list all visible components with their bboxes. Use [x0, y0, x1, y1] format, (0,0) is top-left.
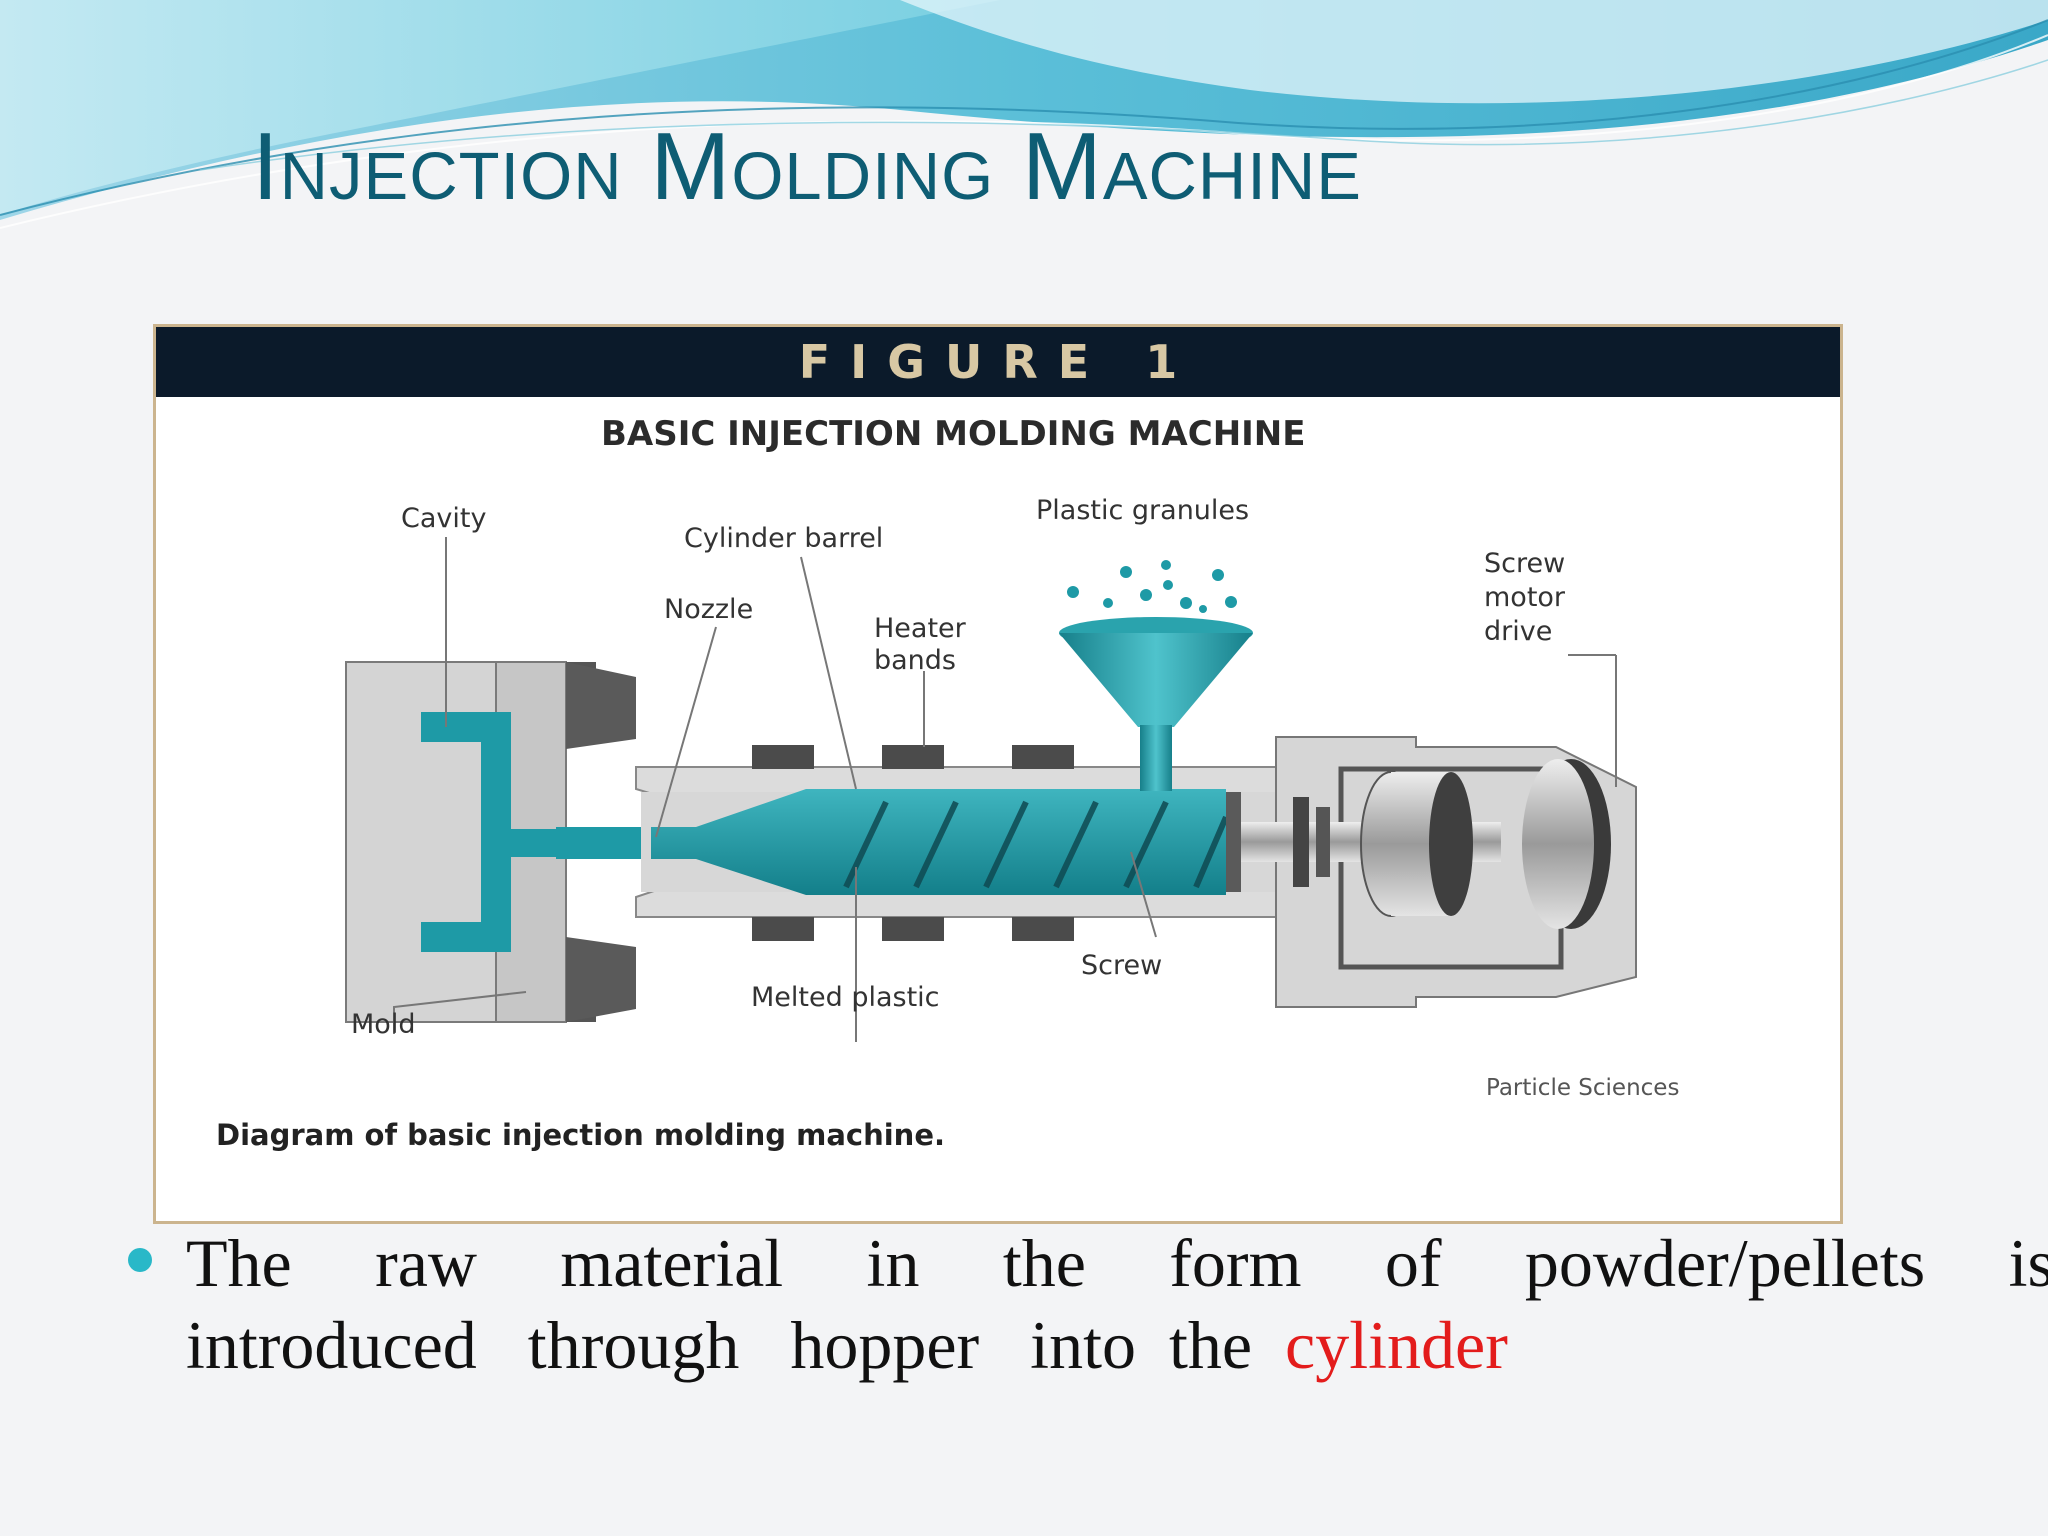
label-screw: Screw: [1081, 950, 1162, 981]
bullet-highlight-word: cylinder: [1285, 1307, 1508, 1383]
label-melted-plastic: Melted plastic: [751, 982, 940, 1013]
bullet-word: material: [560, 1225, 784, 1301]
heater-bands: [752, 745, 1074, 941]
label-mold: Mold: [351, 1009, 415, 1040]
figure-header: FIGURE 1: [156, 327, 1840, 397]
label-screw-motor-drive-2: motor: [1484, 582, 1566, 613]
figure-frame: FIGURE 1 BASIC INJECTION MOLDING MACHINE: [153, 324, 1843, 1224]
bullet-word: in: [866, 1225, 920, 1301]
label-plastic-granules: Plastic granules: [1036, 495, 1249, 526]
bullet-word: the: [1168, 1307, 1253, 1383]
diagram-heading: BASIC INJECTION MOLDING MACHINE: [601, 414, 1306, 454]
screw-motor-drive: [1241, 736, 1637, 1008]
label-heater-bands-2: bands: [874, 645, 956, 676]
figure-credit: Particle Sciences: [1486, 1075, 1679, 1101]
bullet-word: through: [527, 1307, 740, 1383]
label-screw-motor-drive-3: drive: [1484, 616, 1552, 647]
figure-caption: Diagram of basic injection molding machi…: [216, 1118, 945, 1152]
hopper: [1059, 617, 1253, 791]
label-heater-bands-1: Heater: [874, 613, 967, 644]
label-nozzle: Nozzle: [664, 594, 753, 625]
bullet-word: into: [1030, 1307, 1136, 1383]
leader-lines: [393, 537, 1617, 1042]
bullet-word: form: [1169, 1225, 1302, 1301]
bullet-word: raw: [375, 1225, 478, 1301]
bullet-word: The: [186, 1225, 292, 1301]
label-cavity: Cavity: [401, 503, 486, 534]
bullet-line-2: introduced through hopper into the cylin…: [186, 1304, 1508, 1386]
header-wave-decoration: [0, 0, 2048, 229]
mold-cavity: [421, 712, 556, 952]
bullet-line-1: The raw material in the form of powder/p…: [186, 1222, 2048, 1304]
slide-title: Injection Molding Machine: [252, 113, 1362, 220]
bullet-word: hopper: [790, 1307, 980, 1383]
bullet-icon: [128, 1248, 152, 1272]
bullet-word: powder/pellets: [1524, 1225, 1926, 1301]
injection-molding-diagram: BASIC INJECTION MOLDING MACHINE: [216, 414, 1679, 1152]
bullet-word: introduced: [186, 1307, 477, 1383]
bullet-word: the: [1002, 1225, 1086, 1301]
bullet-word: of: [1384, 1225, 1442, 1301]
screw: [843, 800, 1229, 889]
plastic-granules: [1067, 560, 1237, 613]
label-screw-motor-drive-1: Screw: [1484, 548, 1565, 579]
bullet-word: is: [2008, 1225, 2048, 1301]
label-cylinder-barrel: Cylinder barrel: [684, 523, 883, 554]
